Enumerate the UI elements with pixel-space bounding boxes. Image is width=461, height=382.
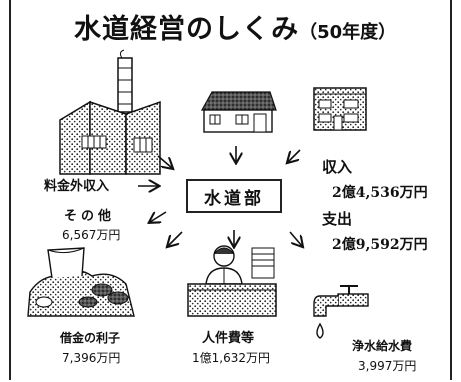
interest-amount: 7,396万円 — [62, 351, 121, 365]
arrow-center-to-interest — [168, 231, 183, 246]
personnel-label: 人件費等 — [202, 331, 255, 346]
income-amount: 2億4,536万円 — [332, 185, 428, 201]
water-supply-label: 浄水給水費 — [352, 339, 413, 353]
other-label: その他 — [64, 209, 116, 224]
house-icon — [200, 91, 277, 133]
arrow-center-to-other — [150, 211, 167, 222]
apartment-building-icon — [313, 87, 367, 131]
diagram-frame — [9, 0, 452, 380]
factory-icon — [59, 49, 161, 175]
arrow-center-to-water — [289, 231, 302, 246]
arrow-building-to-center — [288, 149, 301, 162]
personnel-amount: 1億1,632万円 — [192, 351, 270, 365]
diagram-title: 水道経営のしくみ（50年度） — [74, 16, 396, 43]
water-supply-amount: 3,997万円 — [358, 359, 417, 373]
water-faucet-icon — [313, 285, 369, 339]
expenditure-amount: 2億9,592万円 — [332, 237, 428, 253]
expenditure-label: 支出 — [322, 210, 353, 228]
other-amount: 6,567万円 — [62, 228, 121, 242]
coin-pile-icon — [27, 247, 135, 317]
interest-label: 借金の利子 — [60, 331, 121, 345]
water-department-box: 水道部 — [186, 179, 282, 213]
income-label: 収入 — [322, 158, 353, 176]
arrow-factory-to-center — [157, 155, 172, 168]
office-worker-icon — [187, 245, 277, 317]
title-year: （50年度） — [299, 22, 397, 43]
outside-income-label: 料金外収入 — [44, 179, 110, 194]
title-main: 水道経営のしくみ — [74, 14, 300, 45]
